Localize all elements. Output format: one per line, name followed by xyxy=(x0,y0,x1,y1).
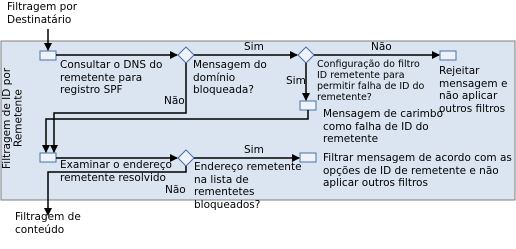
sender-no-label: Não xyxy=(165,184,186,196)
process-band xyxy=(0,40,516,201)
bottom-output-label: Filtragem de conteúdo xyxy=(15,211,81,236)
side-band-label: Filtragem de ID por Remetente xyxy=(1,67,25,169)
consult-dns-box xyxy=(39,50,57,61)
reject-text: Rejeitar mensagem e não aplicar outros f… xyxy=(439,65,508,115)
domain-yes-label: Sim xyxy=(244,41,264,53)
config-no-label: Não xyxy=(371,41,392,53)
arrow-domain-no xyxy=(50,63,187,153)
config-yes-label: Sim xyxy=(286,75,306,87)
filter-by-options-text: Filtrar mensagem de acordo com as opções… xyxy=(323,152,512,189)
examine-sender-box xyxy=(39,152,57,163)
sender-blocked-text: Endereço remetente na lista de rementete… xyxy=(194,161,302,211)
consult-dns-text: Consultar o DNS do remetente para regist… xyxy=(60,59,163,96)
filter-by-options-box xyxy=(299,152,317,163)
filter-config-box xyxy=(299,100,317,111)
top-input-label: Filtragem por Destinatário xyxy=(7,1,78,26)
stamp-message-text: Mensagem de carimbo como falha de ID do … xyxy=(323,108,443,145)
arrow-sender-no xyxy=(44,166,187,216)
examine-sender-text: Examinar o endereço remetente resolvido xyxy=(60,159,172,184)
arrow-stamp-to-examine xyxy=(42,110,309,153)
reject-box xyxy=(439,50,457,61)
domain-no-label: Não xyxy=(164,95,185,107)
domain-blocked-text: Mensagem do domínio bloqueada? xyxy=(193,59,267,96)
sender-yes-label: Sim xyxy=(244,144,264,156)
filter-config-text: Configuração do filtro ID remetente para… xyxy=(317,59,425,103)
